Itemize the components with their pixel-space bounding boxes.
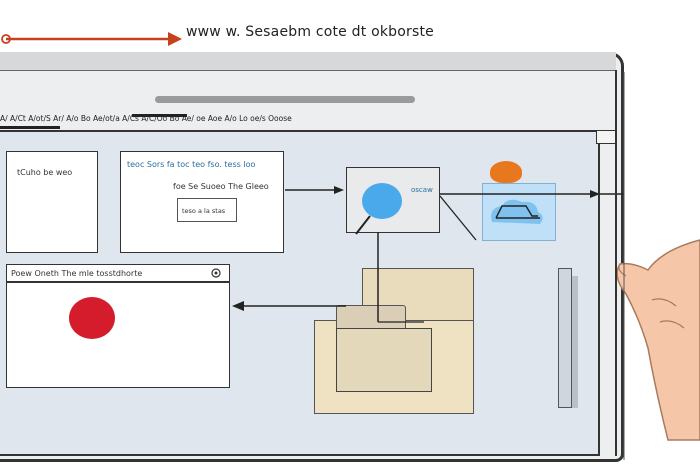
panel-b-inner-text: teso a la stas	[182, 207, 226, 215]
scrollbar[interactable]	[558, 268, 572, 408]
url-caption: www w. Sesaebm cote dt okborste	[186, 24, 434, 40]
arrow-b-to-card	[285, 186, 344, 194]
monitor-edge	[615, 70, 625, 460]
red-dot	[69, 297, 115, 339]
gear-icon[interactable]	[209, 267, 223, 279]
menu-bar[interactable]: A/ A/Ct A/ot/S Ar/ A/o Bo Ae/ot/a A/Cs A…	[0, 114, 292, 123]
blue-card-label: oscaw	[411, 186, 433, 194]
panel-c-title: Poew Oneth The mle tosstdhorte	[11, 269, 143, 278]
magnifier-handle-icon	[355, 215, 371, 235]
arrow-right-icon	[1, 32, 182, 46]
hand-icon	[616, 239, 700, 441]
panel-a[interactable]: tCuho be weo	[6, 151, 98, 253]
circle-icon	[362, 183, 402, 219]
cloud-icon	[491, 199, 543, 224]
panel-c[interactable]: Poew Oneth The mle tosstdhorte	[6, 264, 230, 388]
arrow-card-to-folder	[377, 232, 424, 323]
panel-b-inner-box[interactable]: teso a la stas	[177, 198, 237, 222]
panel-b-body: foe Se Suoeo The Gleeo	[173, 182, 269, 191]
panel-b[interactable]: teoc Sors fa toc teo fso. tess loo foe S…	[120, 151, 284, 253]
folder-inner	[336, 328, 432, 392]
menu-separator	[132, 114, 187, 117]
panel-b-title: teoc Sors fa toc teo fso. tess loo	[127, 160, 256, 169]
orange-blob-icon	[490, 161, 522, 183]
camera-slot	[155, 96, 415, 103]
panel-c-divider	[7, 281, 229, 283]
arrow-folder-to-panel-c	[232, 301, 346, 311]
menu-underline	[0, 126, 60, 129]
panel-a-text: tCuho be weo	[17, 168, 73, 177]
scrollbar-shadow	[572, 276, 578, 408]
monitor-top-bevel	[0, 52, 616, 71]
arrow-card-to-right	[440, 190, 624, 198]
folder-tab	[336, 305, 406, 329]
diagonal-line	[439, 195, 477, 241]
